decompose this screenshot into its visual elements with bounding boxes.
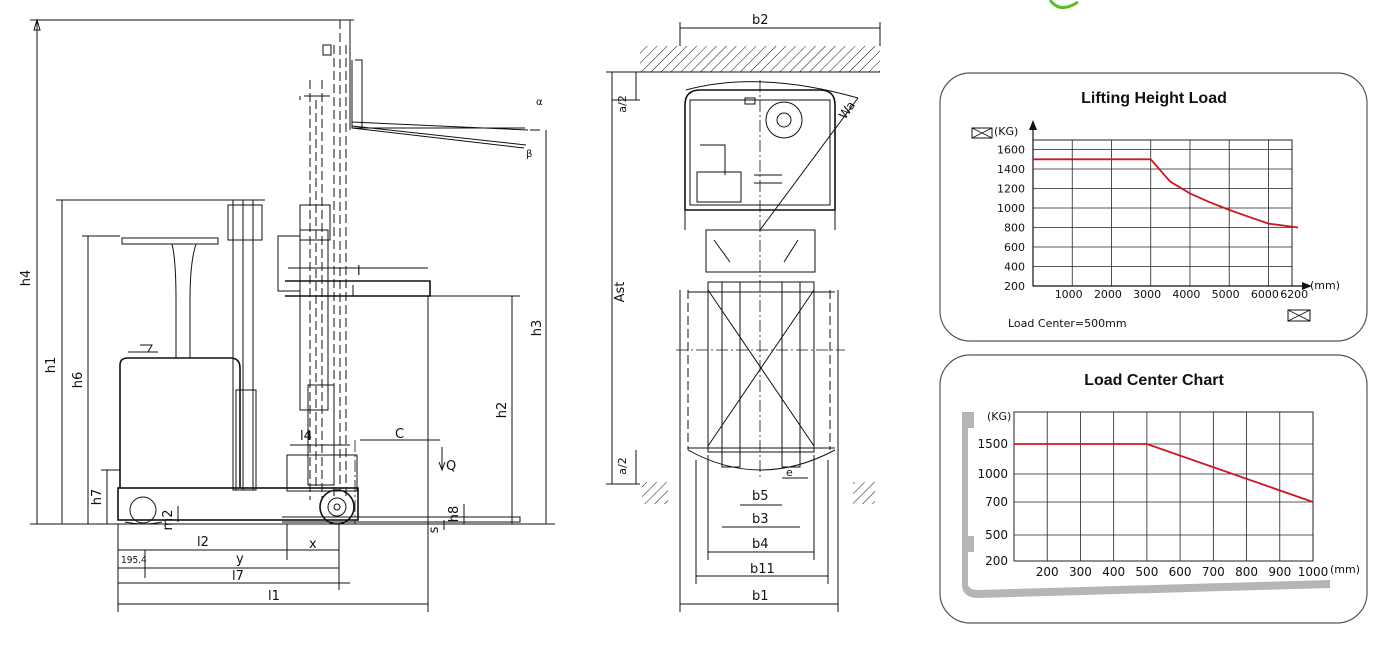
dim-h3: h3 (530, 320, 545, 337)
chart1-xarrow (1302, 282, 1312, 290)
chart2-xtick: 900 (1268, 565, 1291, 579)
chart1-ytick: 400 (1004, 261, 1025, 274)
load-center-chart: Load Center Chart (KG) (mm) 200 500 700 100… (939, 354, 1368, 624)
chart1-grid (1029, 120, 1312, 290)
chart1-xtick: 3000 (1133, 288, 1161, 301)
dim-b-angle: β (526, 149, 532, 160)
chart1-box-icon-top (971, 127, 993, 139)
dim-e: e (786, 466, 793, 479)
dim-h1: h1 (44, 357, 59, 374)
dim-b4: b4 (752, 537, 769, 552)
dim-b11: b11 (750, 562, 775, 577)
logo-fragment (1048, 0, 1079, 9)
dim-C: C (395, 427, 404, 442)
chart2-xtick: 200 (1036, 565, 1059, 579)
chart2-series (1014, 443, 1314, 503)
chart2-xtick: 800 (1235, 565, 1258, 579)
chart1-ytick: 1000 (997, 202, 1025, 215)
chart1-note: Load Center=500mm (1008, 317, 1127, 330)
chart2-curve (1014, 443, 1314, 503)
chart1-xtick: 4000 (1172, 288, 1200, 301)
chart2-ytick: 700 (985, 495, 1008, 509)
chart1-xtick: 5000 (1212, 288, 1240, 301)
chart1-series (1033, 158, 1299, 229)
dim-m2: m2 (161, 510, 176, 531)
chart2-frame (939, 354, 1368, 624)
chart1-xtick: 2000 (1094, 288, 1122, 301)
chart1-ytick: 800 (1004, 222, 1025, 235)
dim-Ast: Ast (613, 282, 628, 303)
chart2-title: Load Center Chart (1084, 372, 1224, 389)
chart1-ytick: 600 (1004, 241, 1025, 254)
dim-195-4: 195.4 (121, 555, 147, 566)
chart1-ytick: 1400 (997, 163, 1025, 176)
chart1-curve (1033, 158, 1299, 229)
lifting-height-load-chart: Lifting Height Load (KG) (mm) Load Cente… (939, 72, 1368, 342)
chart1-xlabel: (mm) (1310, 279, 1340, 292)
chart1-xtick: 6000 (1251, 288, 1279, 301)
dim-h7: h7 (90, 489, 105, 506)
dim-b2: b2 (752, 13, 769, 28)
chart2-plot-box (1013, 411, 1314, 562)
chart1-yarrow (1029, 120, 1037, 130)
chart2-ytick: 1000 (977, 467, 1008, 481)
dim-a2-top: a/2 (616, 95, 629, 112)
chart2-xtick: 1000 (1298, 565, 1329, 579)
chart1-xtick: 1000 (1055, 288, 1083, 301)
dim-Q: Q (446, 459, 456, 474)
chart1-box-icon-bottom (1287, 309, 1311, 322)
dim-l: l (357, 264, 361, 279)
chart2-ytick: 200 (985, 554, 1008, 568)
chart2-ticks: 200 500 700 1000 1500 200 300 400 500 600 700 800 90… (977, 437, 1328, 579)
dim-l1: l1 (268, 589, 280, 604)
dim-a-angle: α (536, 97, 543, 108)
dim-x: x (309, 537, 317, 552)
chart2-xtick: 300 (1069, 565, 1092, 579)
chart2-xtick: 500 (1135, 565, 1158, 579)
chart2-xlabel: (mm) (1330, 563, 1360, 576)
chart2-xtick: 700 (1202, 565, 1225, 579)
dim-l7: l7 (232, 569, 244, 584)
chart1-ticks: 200 400 600 800 1000 1200 1400 1600 1000 2000 3000… (997, 144, 1308, 302)
dim-h4: h4 (19, 270, 34, 287)
dim-b5: b5 (752, 489, 769, 504)
dim-l4: l4 (300, 429, 312, 444)
chart1-xtick: 6200 (1280, 288, 1308, 301)
dim-l2: l2 (197, 535, 209, 550)
chart1-ytick: 1200 (997, 183, 1025, 196)
side-view-drawing: h4 h1 h6 h7 h3 h2 h8 l C Q l4 m2 s l2 y … (19, 18, 555, 612)
chart1-title: Lifting Height Load (1081, 90, 1227, 107)
chart2-xtick: 600 (1169, 565, 1192, 579)
dim-a2-bottom: a/2 (616, 457, 629, 474)
chart1-ytick: 1600 (997, 144, 1025, 157)
chart2-ytick: 1500 (977, 437, 1008, 451)
top-view-drawing: b2 a/2 Wa Ast a/2 e b5 b3 b4 b11 b1 (606, 13, 881, 612)
chart1-ylabel: (KG) (994, 125, 1018, 138)
dim-h6: h6 (71, 372, 86, 389)
chart2-xtick: 400 (1102, 565, 1125, 579)
chart1-ytick: 200 (1004, 280, 1025, 293)
dim-y: y (236, 552, 244, 567)
chart2-ylabel: (KG) (987, 410, 1011, 423)
dim-b3: b3 (752, 512, 769, 527)
dim-s: s (427, 526, 442, 533)
dim-h8: h8 (447, 506, 462, 523)
dim-h2: h2 (495, 402, 510, 419)
dim-b1: b1 (752, 589, 769, 604)
chart2-ytick: 500 (985, 528, 1008, 542)
